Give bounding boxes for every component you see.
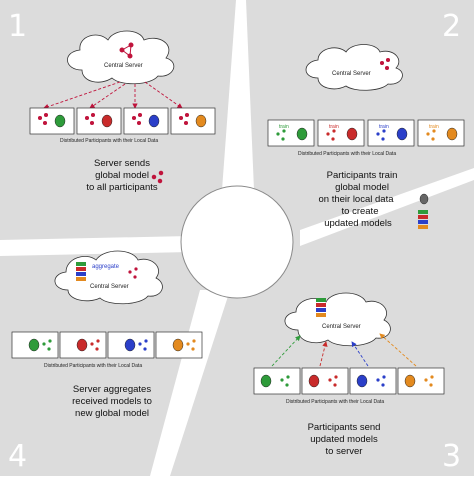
- model-icons: [276, 129, 436, 141]
- caption-line: updated models: [310, 434, 378, 445]
- participants-label: Distributed Participants with their Loca…: [60, 138, 158, 144]
- divider-right: [300, 168, 474, 246]
- quadrant-number-1: 1: [8, 9, 27, 44]
- caption-line: Server sends: [94, 158, 150, 169]
- cloud-label: Central Server: [332, 71, 371, 77]
- caption-line: to create: [342, 206, 379, 217]
- participant-box-3: [123, 107, 169, 135]
- caption-4: Server aggregates received models to new…: [72, 384, 152, 419]
- global-model-icon: [128, 267, 138, 279]
- stacked-models-icon: [76, 262, 86, 281]
- divider-bottom: [150, 290, 230, 476]
- global-model-icon: [119, 42, 134, 59]
- caption-line: to all participants: [86, 182, 158, 193]
- caption-line: received models to: [72, 396, 152, 407]
- train-label: train: [279, 124, 289, 130]
- quadrant-3: Central Server: [253, 292, 445, 457]
- database-icons: [296, 127, 458, 141]
- database-icons: [28, 338, 184, 352]
- participants-label: Distributed Participants with their Loca…: [298, 151, 396, 157]
- database-icons: [260, 374, 416, 388]
- quadrant-1: Central Server Distr: [29, 30, 216, 193]
- cloud-central-server: [284, 292, 391, 347]
- participant-box-1: [29, 107, 75, 135]
- caption-2: Participants train global model on their…: [319, 170, 398, 229]
- caption-line: global model: [95, 170, 149, 181]
- cloud-central-server: [305, 44, 403, 91]
- quadrant-number-2: 2: [442, 9, 461, 44]
- caption-line: to server: [326, 446, 363, 457]
- arrow-from-participant-2: [319, 341, 328, 367]
- quadrant-2: Central Server train train train train: [267, 44, 465, 229]
- caption-line: global model: [335, 182, 389, 193]
- train-label: train: [429, 124, 439, 130]
- global-model-icon: [379, 57, 391, 71]
- caption-line: on their local data: [319, 194, 395, 205]
- arrow-from-participant-1: [271, 335, 301, 367]
- caption-1: Server sends global model to all partici…: [86, 158, 158, 193]
- caption-line: Participants train: [327, 170, 398, 181]
- quadrant-number-4: 4: [8, 439, 27, 474]
- caption-model-icon: [151, 170, 164, 184]
- stacked-models-icon: [418, 210, 428, 229]
- participant-box-2: [317, 119, 365, 147]
- send-arrows: [271, 333, 417, 367]
- center-circle: [180, 185, 294, 299]
- train-label: train: [329, 124, 339, 130]
- caption-line: Participants send: [308, 422, 381, 433]
- caption-line: new global model: [75, 408, 149, 419]
- participants-label: Distributed Participants with their Loca…: [44, 363, 142, 369]
- cloud-label: Central Server: [104, 63, 143, 69]
- model-icons: [280, 375, 434, 387]
- train-label: train: [379, 124, 389, 130]
- divider-left: [0, 236, 190, 256]
- model-icons: [42, 339, 196, 351]
- database-icon: [419, 193, 429, 205]
- arrow-to-participant-1: [43, 81, 121, 110]
- participants-strip: [29, 107, 216, 135]
- train-labels: train train train train: [279, 124, 439, 130]
- send-arrows: [43, 81, 183, 110]
- arrow-to-participant-4: [144, 81, 183, 109]
- quadrant-number-3: 3: [442, 439, 461, 474]
- cloud-central-server: [67, 30, 175, 85]
- database-icons: [54, 114, 207, 128]
- participant-box-2: [76, 107, 122, 135]
- aggregate-label: aggregate: [92, 264, 120, 270]
- arrow-from-participant-4: [379, 333, 417, 367]
- arrow-to-participant-2: [89, 83, 126, 109]
- participants-strip: [11, 331, 203, 359]
- model-icons: [37, 112, 190, 126]
- caption-line: updated models: [324, 218, 392, 229]
- participants-strip: [253, 367, 445, 395]
- divider-top: [222, 0, 254, 190]
- cloud-label: Central Server: [90, 284, 129, 290]
- quadrant-4: aggregate Central Server Distributed: [11, 250, 203, 419]
- participant-box-4: [170, 107, 216, 135]
- caption-line: Server aggregates: [73, 384, 151, 395]
- cloud-label: Central Server: [322, 324, 361, 330]
- participants-label: Distributed Participants with their Loca…: [286, 399, 384, 405]
- caption-3: Participants send updated models to serv…: [308, 422, 381, 457]
- participants-strip: train train train train: [267, 119, 465, 147]
- stacked-models-icon: [316, 298, 326, 317]
- participant-box-1: [11, 331, 59, 359]
